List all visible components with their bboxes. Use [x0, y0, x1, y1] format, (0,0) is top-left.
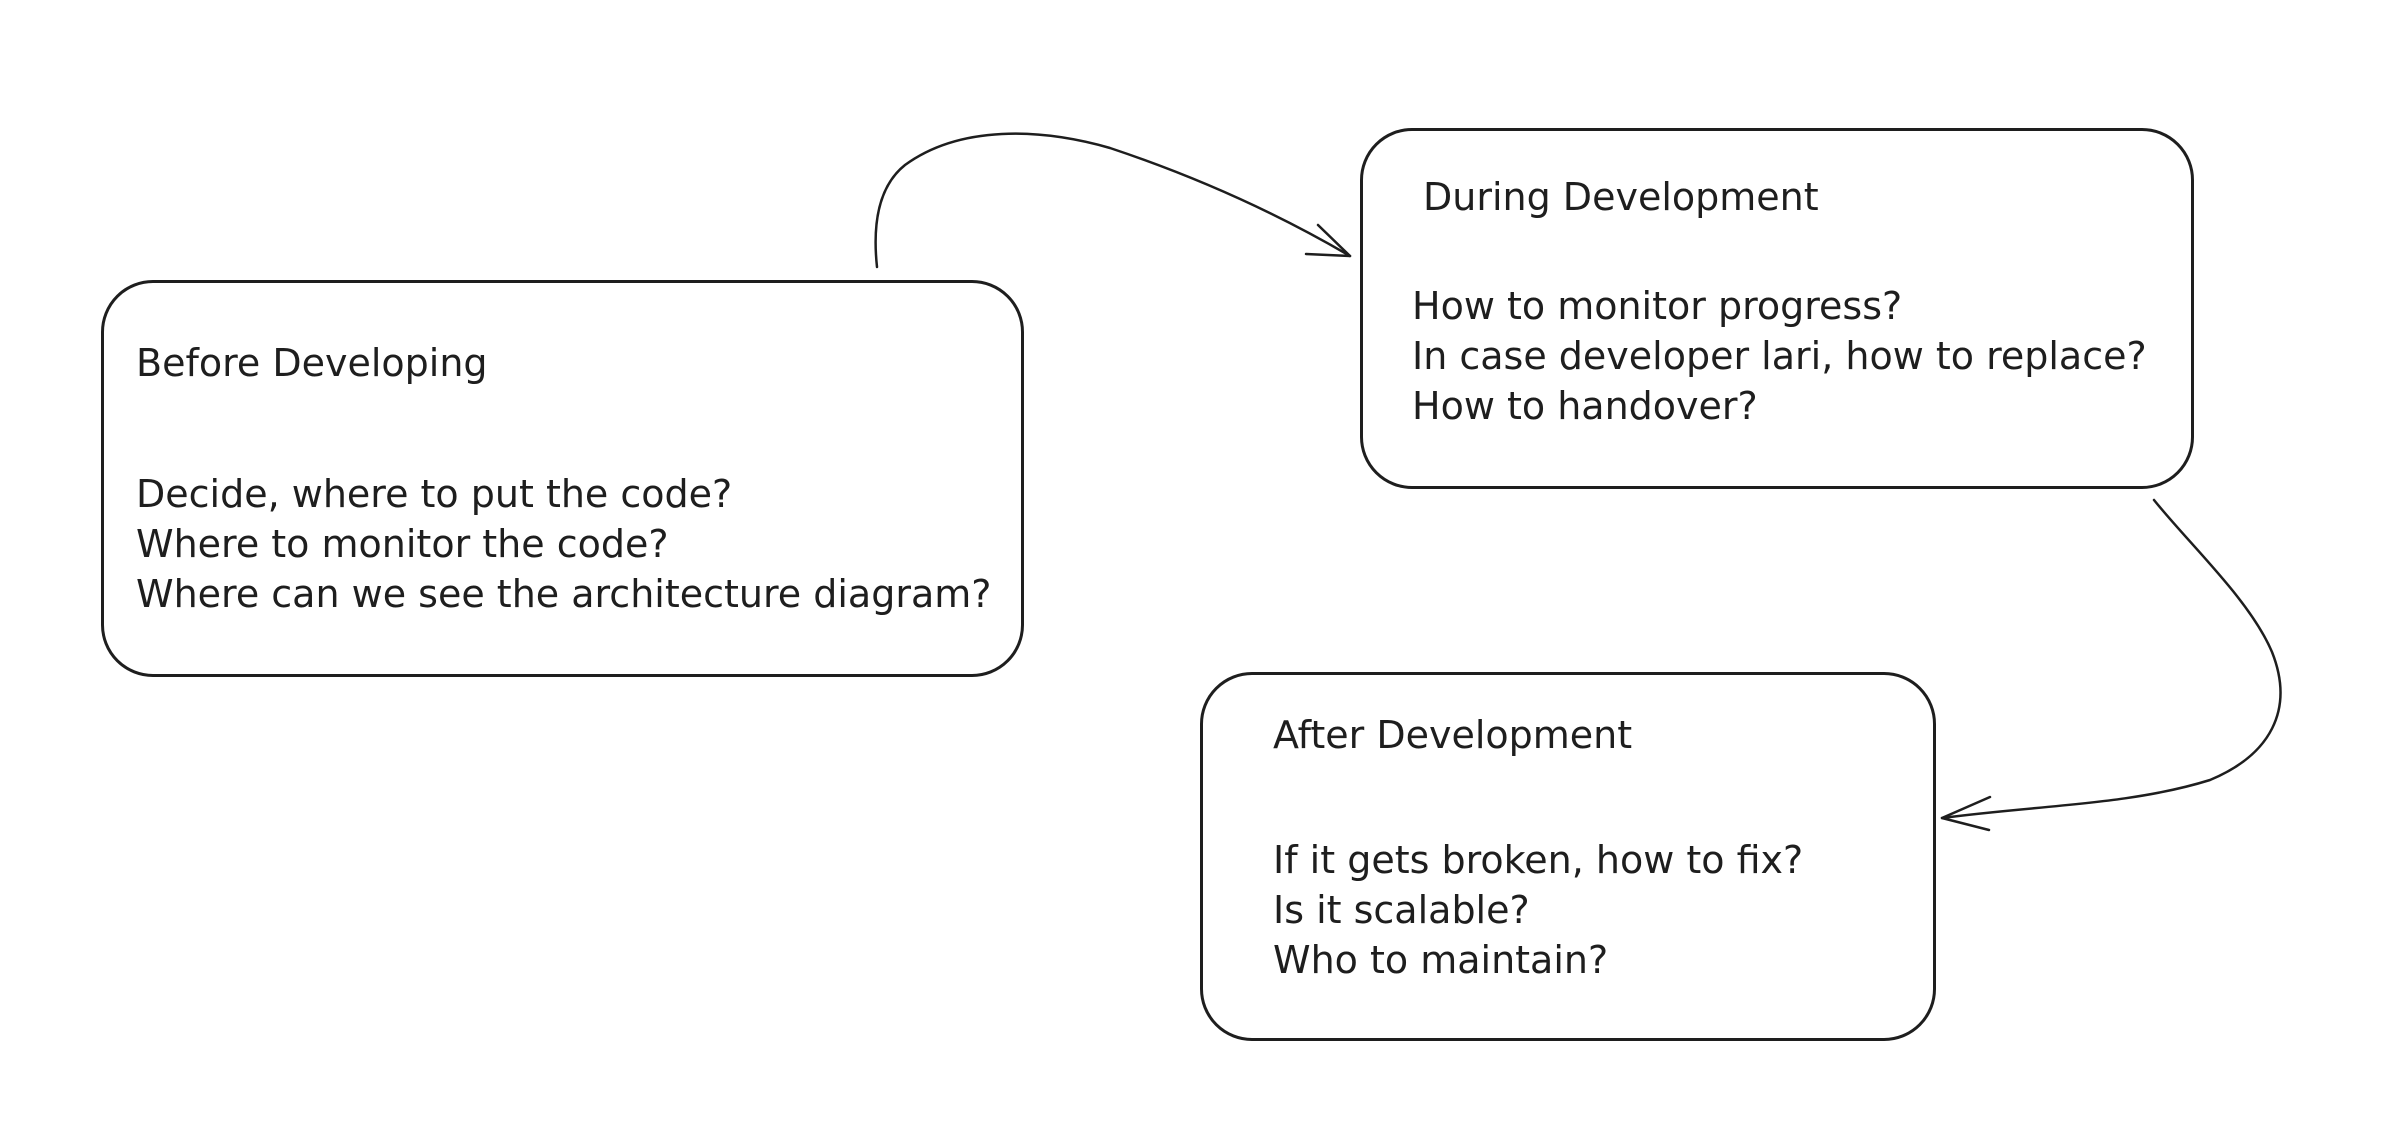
node-before-developing: Before Developing Decide, where to put t…: [101, 280, 1024, 677]
node-question-list: Decide, where to put the code? Where to …: [136, 469, 991, 619]
node-question: If it gets broken, how to fix?: [1273, 838, 1804, 882]
node-question: In case developer lari, how to replace?: [1412, 334, 2147, 378]
arrow-during-to-after: [1940, 498, 2282, 832]
node-title: After Development: [1273, 713, 1633, 757]
node-question: Where can we see the architecture diagra…: [136, 572, 992, 616]
node-question-list: How to monitor progress? In case develop…: [1412, 281, 2147, 431]
arrow-before-to-during: [874, 132, 1352, 269]
arrow-line: [874, 132, 1352, 269]
arrowhead: [1304, 223, 1352, 258]
node-question: Who to maintain?: [1273, 938, 1609, 982]
node-title: Before Developing: [136, 341, 488, 385]
node-during-development: During Development How to monitor progre…: [1360, 128, 2194, 489]
node-question-list: If it gets broken, how to fix? Is it sca…: [1273, 835, 1803, 985]
node-question: Where to monitor the code?: [136, 522, 669, 566]
arrowhead: [1940, 795, 1992, 832]
node-question: Decide, where to put the code?: [136, 472, 733, 516]
node-title: During Development: [1423, 175, 1819, 219]
node-question: Is it scalable?: [1273, 888, 1530, 932]
node-question: How to monitor progress?: [1412, 284, 1903, 328]
node-after-development: After Development If it gets broken, how…: [1200, 672, 1936, 1041]
node-question: How to handover?: [1412, 384, 1758, 428]
arrow-line: [1940, 498, 2282, 820]
